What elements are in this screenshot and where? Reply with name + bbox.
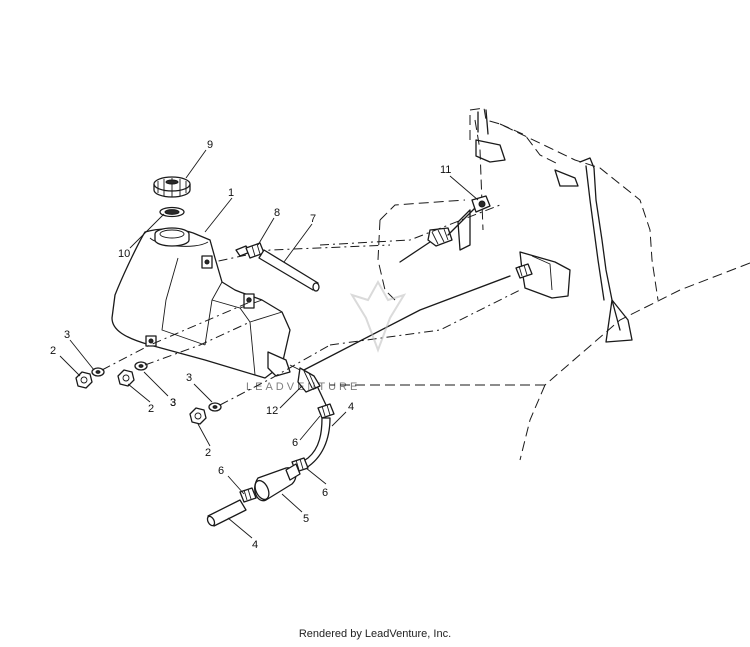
- callout-2-middle: 2: [148, 403, 154, 415]
- fuel-filter: [254, 463, 301, 502]
- callout-7: 7: [310, 213, 316, 225]
- vent-fitting: [235, 242, 265, 259]
- hose-clamp-lower: [239, 487, 257, 503]
- callout-5: 5: [303, 513, 309, 525]
- hose-clamp-upper: [317, 403, 335, 419]
- callout-6-lower: 6: [218, 465, 224, 477]
- callout-2-left: 2: [50, 345, 56, 357]
- watermark-logo: [349, 279, 407, 353]
- callout-8: 8: [274, 207, 280, 219]
- fuel-bracket: [515, 251, 571, 299]
- fuel-line-bracket: [299, 275, 511, 373]
- fuel-valve: [399, 195, 491, 263]
- callout-10: 10: [118, 248, 130, 260]
- callout-2-right: 2: [205, 447, 211, 459]
- callout-1: 1: [228, 187, 234, 199]
- cap-gasket: [159, 206, 185, 218]
- callout-9: 9: [207, 139, 213, 151]
- outlet-fitting: [297, 367, 327, 406]
- callout-3-right: 3: [170, 397, 176, 409]
- fuel-hose-upper: [301, 417, 331, 469]
- stud-line-right: [219, 344, 331, 406]
- leader-lines: [59, 149, 479, 539]
- callout-3-middle: 3: [170, 397, 176, 409]
- fuel-tank: [111, 227, 301, 379]
- hardware-middle: [117, 361, 148, 387]
- footer-credit: Rendered by LeadVenture, Inc.: [298, 628, 452, 640]
- stud-line-mid: [144, 321, 251, 366]
- watermark: LEADVENTURE: [246, 279, 407, 393]
- callout-12: 12: [266, 405, 278, 417]
- vent-tube: [258, 249, 320, 292]
- callout-4-upper: 4: [348, 401, 354, 413]
- callout-3-right-upper: 3: [186, 372, 192, 384]
- callout-6-upper: 6: [292, 437, 298, 449]
- hardware-right: [189, 402, 222, 425]
- callout-4-lower: 4: [252, 539, 258, 551]
- fuel-hose-lower: [206, 499, 247, 527]
- hardware-left: [75, 367, 105, 389]
- callout-11: 11: [440, 164, 451, 176]
- callout-6-mid: 6: [322, 487, 328, 499]
- fuel-cap: [153, 176, 191, 198]
- watermark-text: LEADVENTURE: [246, 381, 360, 393]
- callout-labels: 9 1 8 7 10 11 3 2 3 2 3 3 2 12 4 6 6 6 5…: [50, 139, 451, 551]
- callout-3-left: 3: [64, 329, 70, 341]
- chassis-frame: [199, 107, 750, 461]
